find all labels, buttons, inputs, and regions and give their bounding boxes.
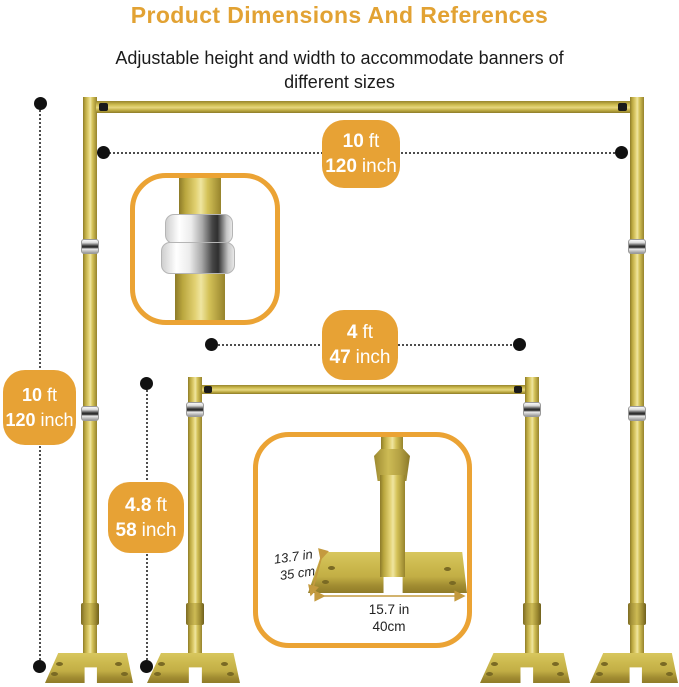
small-left-coupler	[186, 603, 204, 625]
base-width-cm: 40cm	[372, 619, 406, 634]
inner-width-alt-value: 47	[329, 347, 351, 368]
top-width-dot-right	[615, 146, 628, 159]
subtitle-line-1: Adjustable height and width to accommoda…	[115, 48, 564, 68]
top-width-unit: ft	[368, 131, 380, 152]
small-height-alt-unit: inch	[141, 519, 177, 541]
inner-width-alt-unit: inch	[355, 347, 391, 368]
top-width-value: 10	[342, 131, 364, 152]
left-height-alt-value: 120	[5, 409, 36, 430]
base-zoom-callout: 13.7 in 35 cm 15.7 in 40cm	[253, 432, 472, 648]
right-pole-upper-connector	[628, 239, 646, 254]
page-title: Product Dimensions And References	[130, 2, 549, 28]
large-left-pole	[83, 97, 97, 657]
large-left-base	[45, 653, 133, 683]
connector-zoom-callout	[130, 173, 280, 325]
small-height-alt-value: 58	[115, 519, 137, 541]
base-width-inches: 15.7 in	[368, 602, 410, 617]
inner-width-value: 4	[346, 322, 358, 343]
right-pole-coupler	[628, 603, 646, 625]
top-width-alt-value: 120	[325, 156, 357, 177]
small-crossbar	[202, 385, 525, 394]
inner-width-dot-right	[513, 338, 526, 351]
large-right-pole	[630, 97, 644, 657]
left-pole-coupler	[81, 603, 99, 625]
inner-width-unit: ft	[362, 322, 374, 343]
left-height-unit: ft	[47, 384, 58, 405]
large-right-base	[590, 653, 678, 683]
crossbar-end-left	[99, 103, 108, 111]
small-crossbar-end-right	[514, 386, 522, 393]
left-height-dot-top	[34, 97, 47, 110]
top-width-alt-unit: inch	[361, 156, 397, 177]
subtitle-line-2: different sizes	[284, 72, 395, 92]
connector-zoom-ring-top	[165, 214, 233, 244]
connector-zoom-ring-bottom	[161, 242, 235, 274]
large-crossbar	[96, 101, 630, 113]
small-crossbar-end-left	[204, 386, 212, 393]
small-right-connector	[523, 402, 541, 417]
left-pole-upper-connector	[81, 239, 99, 254]
small-left-pole	[188, 377, 202, 657]
small-height-dot-top	[140, 377, 153, 390]
inner-width-dot-left	[205, 338, 218, 351]
top-width-dot-left	[97, 146, 110, 159]
right-pole-mid-connector	[628, 406, 646, 421]
small-height-dot-bottom	[140, 660, 153, 673]
small-right-coupler	[523, 603, 541, 625]
crossbar-end-right	[618, 103, 627, 111]
small-right-base	[480, 653, 570, 683]
small-height-unit: ft	[156, 494, 167, 516]
left-height-alt-unit: inch	[40, 409, 74, 430]
base-dimension-arrows	[308, 548, 466, 602]
small-left-base	[147, 653, 240, 683]
left-pole-mid-connector	[81, 406, 99, 421]
left-height-value: 10	[21, 384, 42, 405]
base-width-label: 15.7 in 40cm	[344, 601, 434, 635]
small-height-value: 4.8	[125, 494, 152, 516]
subtitle: Adjustable height and width to accommoda…	[0, 46, 679, 94]
base-zoom-pole-lower	[380, 475, 405, 577]
small-right-pole	[525, 377, 539, 657]
small-left-connector	[186, 402, 204, 417]
left-height-dot-bottom	[33, 660, 46, 673]
